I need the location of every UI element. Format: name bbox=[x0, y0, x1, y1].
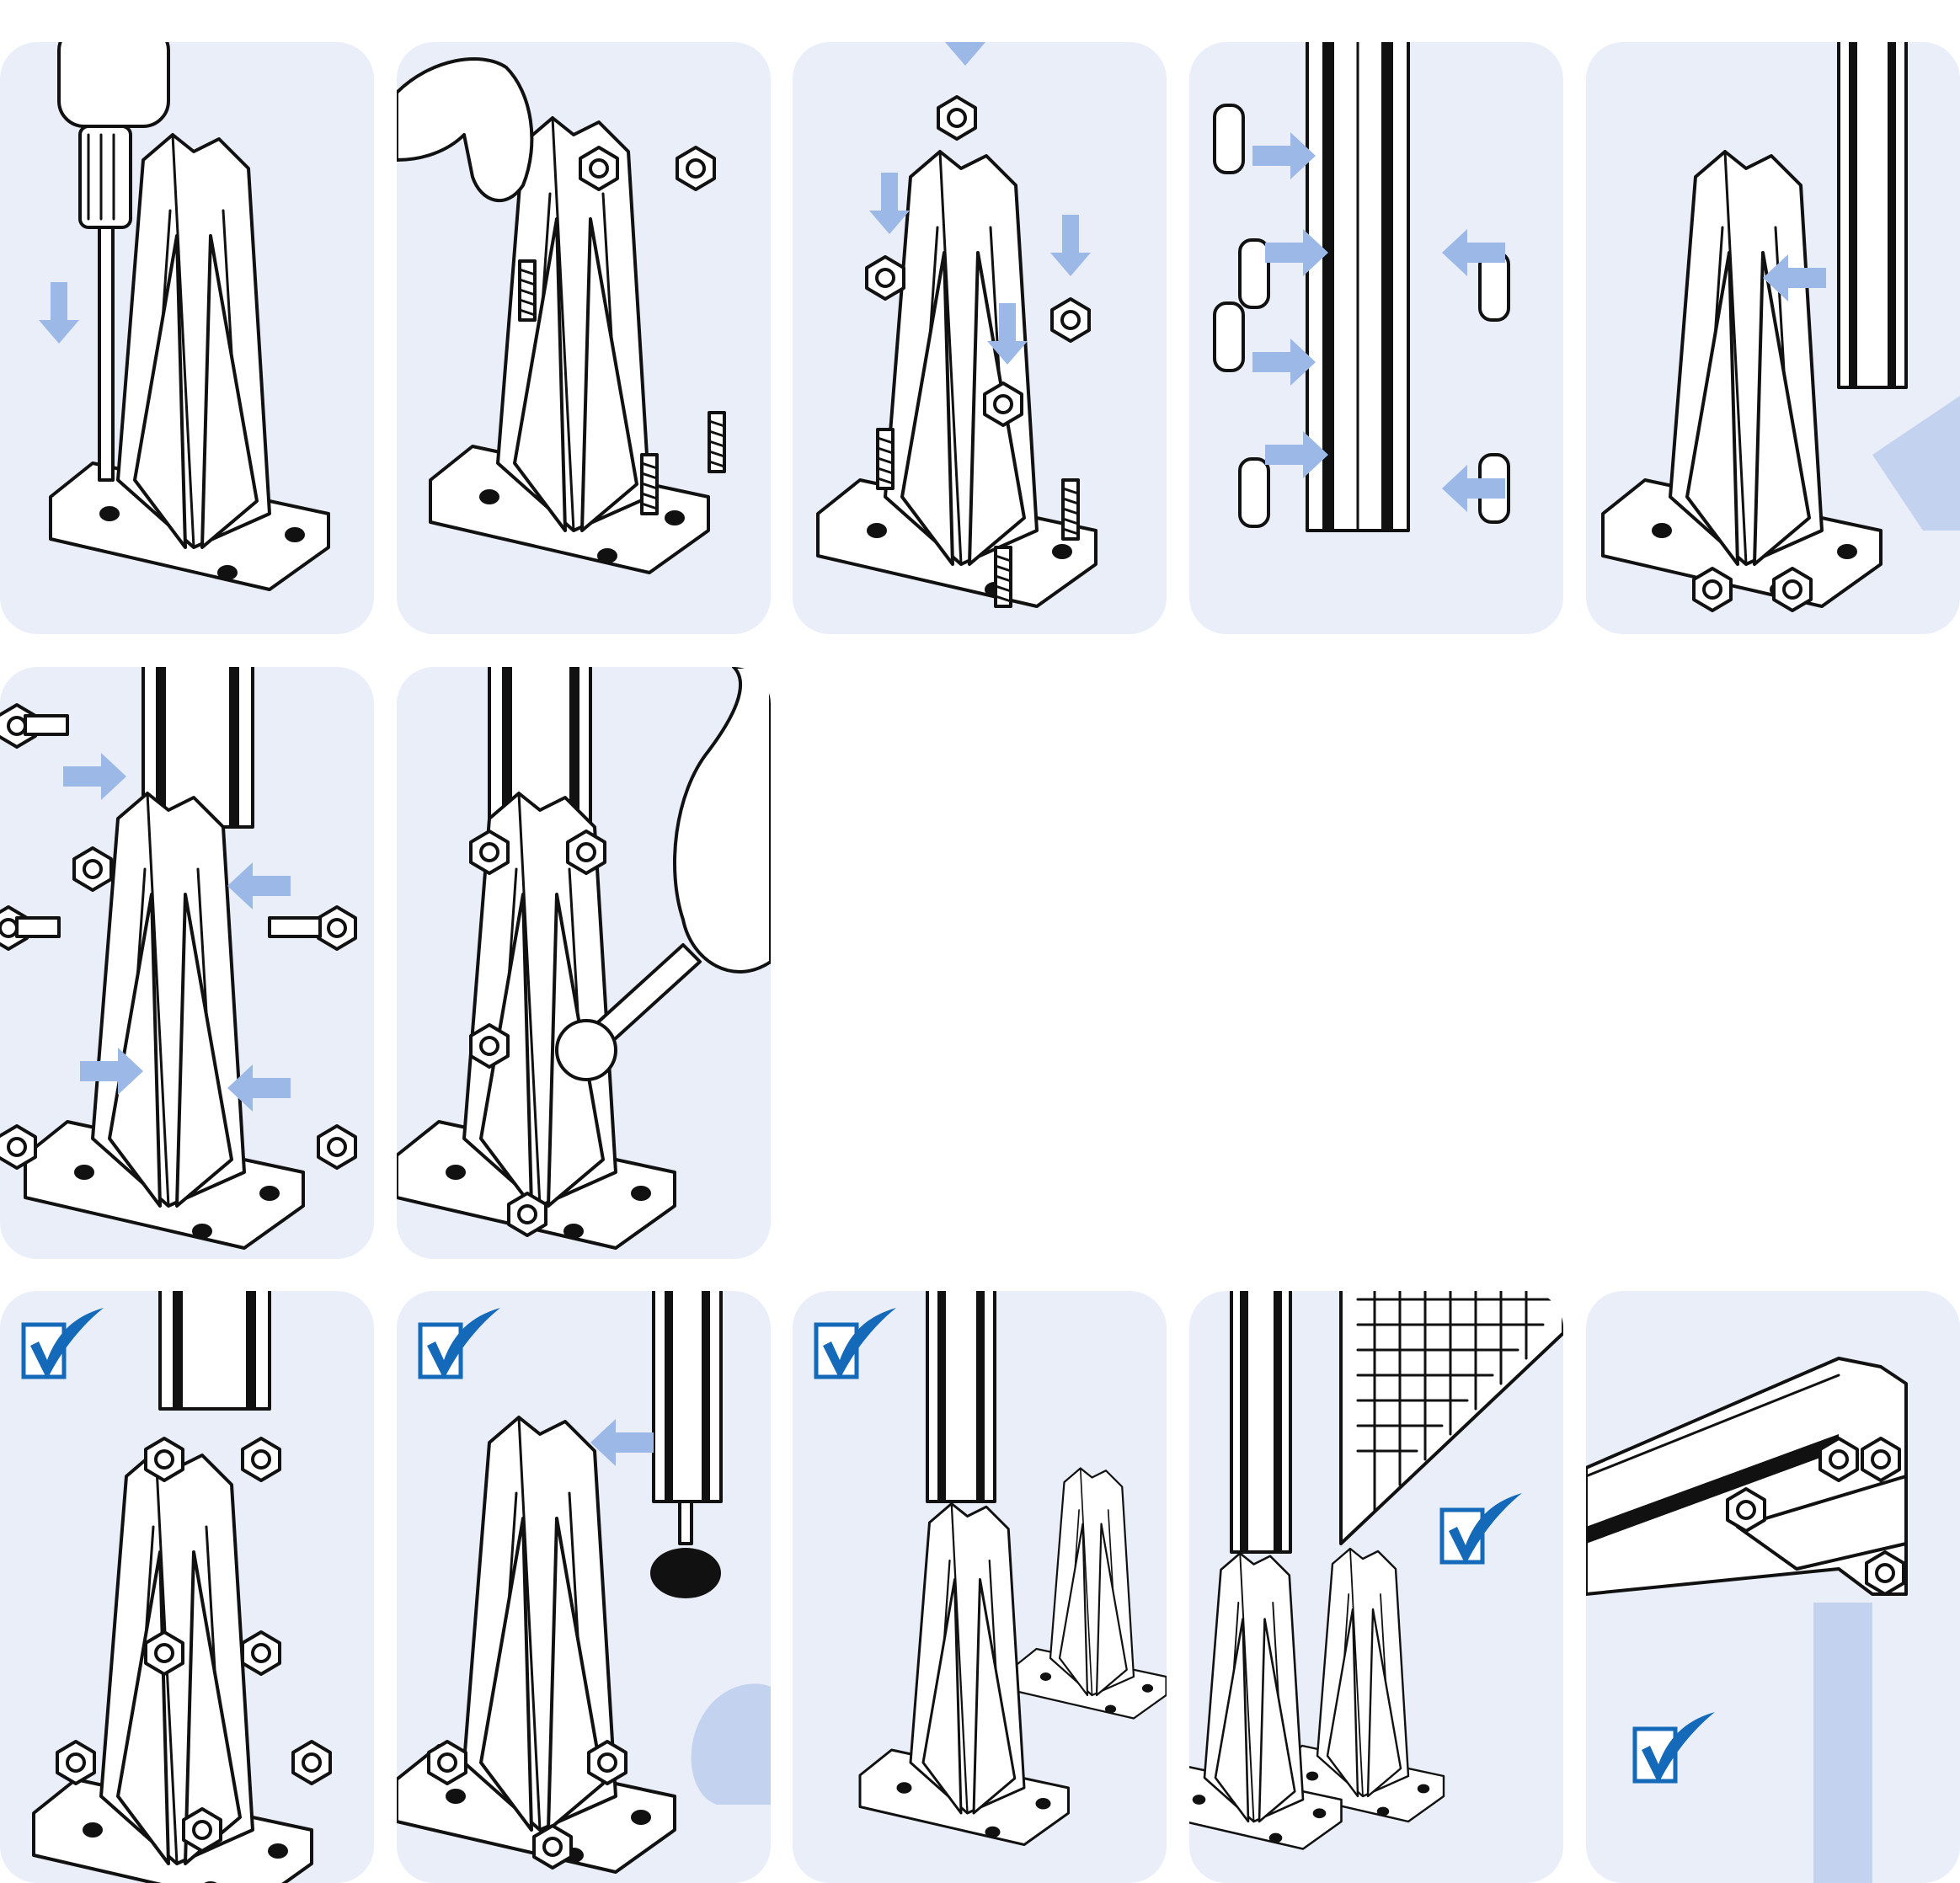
step-3-panel bbox=[793, 42, 1167, 634]
wrench-icon bbox=[555, 943, 702, 1081]
arrow-left-icon bbox=[590, 1419, 654, 1466]
leveling-foot-icon bbox=[650, 1291, 723, 1598]
checkmark-icon bbox=[816, 1308, 896, 1379]
step-12-panel bbox=[1586, 1291, 1960, 1883]
step-4-illustration bbox=[1213, 42, 1510, 532]
mesh-panel-icon bbox=[1339, 1291, 1563, 1545]
wall-bracket-icon bbox=[1586, 1357, 1908, 1596]
post-profile-icon bbox=[1837, 42, 1908, 389]
step-5-panel bbox=[1586, 42, 1960, 634]
step-7-panel bbox=[397, 667, 771, 1259]
step-9-illustration bbox=[397, 1291, 771, 1874]
step-7-illustration bbox=[397, 667, 771, 1250]
step-10-illustration bbox=[793, 1291, 1167, 1846]
step-8-illustration bbox=[0, 1291, 332, 1883]
arrow-down-icon bbox=[945, 42, 985, 66]
checkmark-icon bbox=[420, 1308, 500, 1379]
slot-nut-icon bbox=[1213, 104, 1510, 528]
checkmark-icon bbox=[1442, 1493, 1522, 1565]
step-10-panel bbox=[793, 1291, 1167, 1883]
step-1-panel bbox=[0, 42, 374, 634]
step-5-illustration bbox=[1601, 42, 1960, 612]
step-9-panel bbox=[397, 1291, 771, 1883]
step-3-illustration bbox=[816, 42, 1097, 608]
checkmark-icon bbox=[1635, 1712, 1715, 1784]
step-11-illustration bbox=[1189, 1291, 1563, 1850]
hand-icon bbox=[397, 57, 534, 203]
arrow-right-icon bbox=[63, 753, 126, 800]
checkmark-icon bbox=[24, 1308, 104, 1379]
step-2-panel bbox=[397, 42, 771, 634]
hand-icon bbox=[673, 667, 771, 974]
bolt-icon bbox=[0, 703, 357, 1170]
drill-icon bbox=[57, 42, 170, 482]
step-6-illustration bbox=[0, 667, 357, 1250]
hex-nut-icon bbox=[937, 95, 977, 141]
step-1-illustration bbox=[39, 42, 330, 591]
step-12-illustration bbox=[1586, 1357, 1908, 1883]
step-4-panel bbox=[1189, 42, 1563, 634]
step-2-illustration bbox=[397, 57, 726, 574]
step-11-panel bbox=[1189, 1291, 1563, 1883]
arrow-down-icon bbox=[39, 282, 79, 344]
step-6-panel bbox=[0, 667, 374, 1259]
step-8-panel bbox=[0, 1291, 374, 1883]
